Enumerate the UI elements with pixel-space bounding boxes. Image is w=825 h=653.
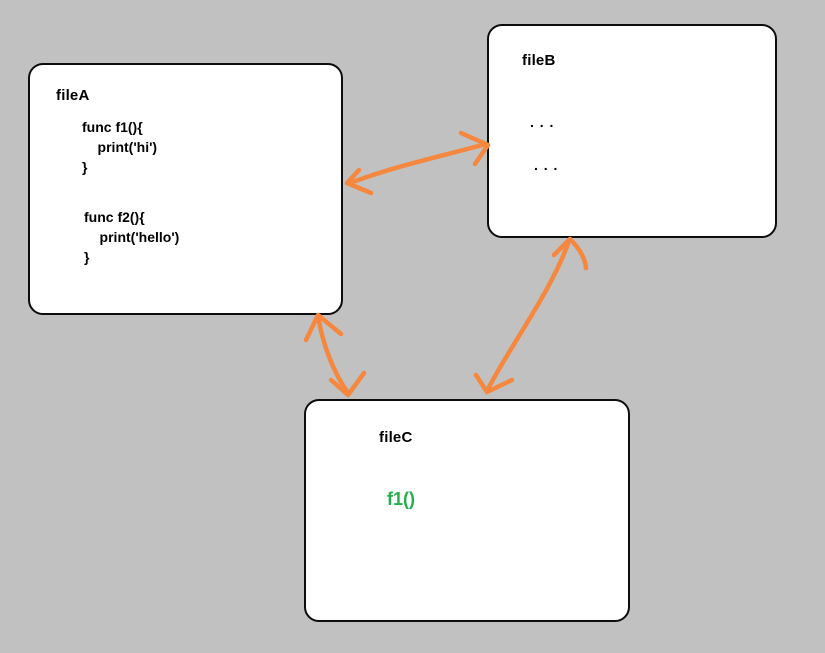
fileA-title: fileA <box>56 87 90 104</box>
fileB-ellipsis-2: . . . <box>534 157 559 173</box>
arrow-fileB-fileC <box>473 236 589 395</box>
arrow-fileA-fileC <box>303 312 367 398</box>
filebox-fileC: fileC f1() <box>304 399 630 622</box>
fileB-ellipsis-1: . . . <box>530 114 555 130</box>
fileA-code-f1: func f1(){ print('hi') } <box>82 119 158 175</box>
arrow-fileA-fileB <box>344 130 491 196</box>
fileB-title: fileB <box>522 52 556 69</box>
filebox-fileB: fileB . . . . . . <box>487 24 777 238</box>
fileC-f1-call: f1() <box>387 489 415 509</box>
fileC-title: fileC <box>379 429 413 446</box>
filebox-fileA: fileA func f1(){ print('hi') } func f2()… <box>28 63 343 315</box>
fileA-code-f2: func f2(){ print('hello') } <box>84 209 180 265</box>
